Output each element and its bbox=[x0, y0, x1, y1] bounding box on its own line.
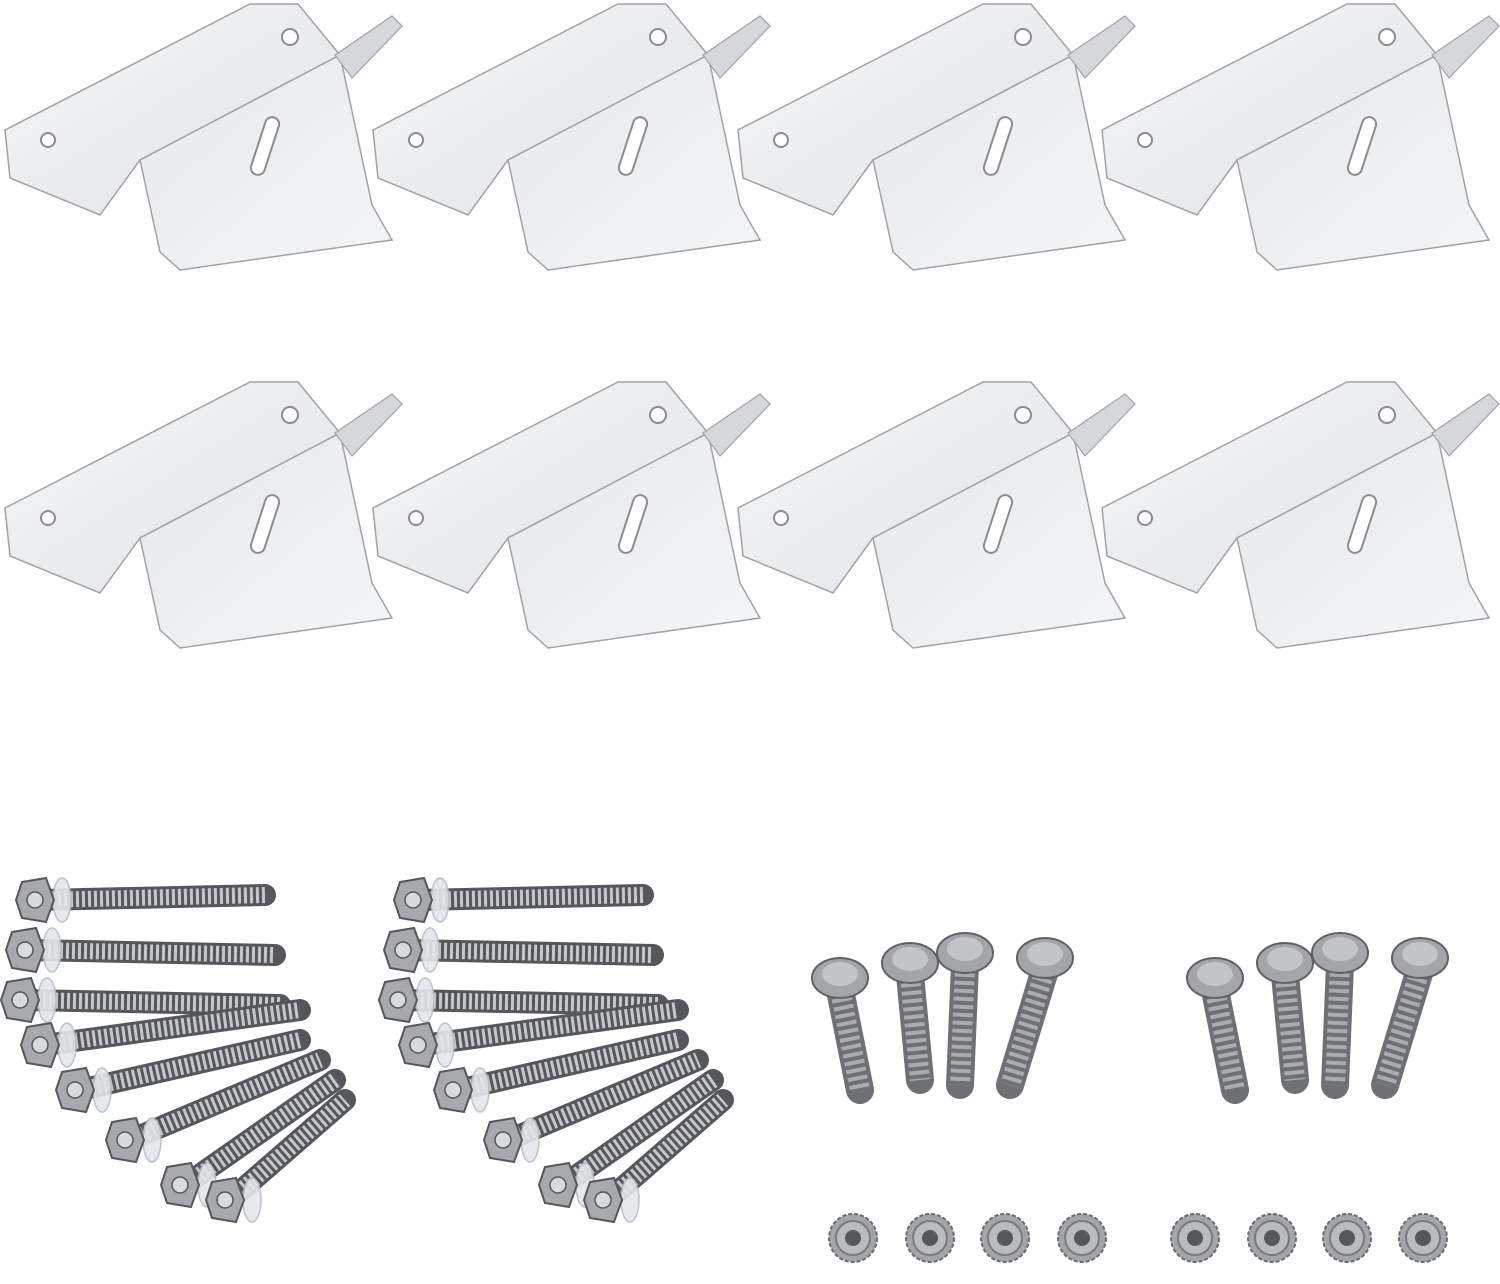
screw-icon bbox=[377, 976, 669, 1024]
z-bracket-icon bbox=[737, 381, 1136, 649]
screw-icon bbox=[19, 999, 311, 1069]
nut-icon bbox=[980, 1213, 1030, 1263]
screw-icon bbox=[432, 1029, 689, 1114]
bolt-groups bbox=[811, 932, 1449, 1104]
screw-groups bbox=[0, 876, 734, 1224]
nut-icon bbox=[1170, 1213, 1220, 1263]
nut-groups bbox=[828, 1213, 1448, 1263]
screw-icon bbox=[159, 1069, 346, 1209]
bolt-group bbox=[1186, 932, 1449, 1104]
bolt-icon bbox=[996, 937, 1074, 1099]
nut-icon bbox=[1057, 1213, 1107, 1263]
bracket-grid bbox=[4, 3, 1500, 649]
bolt-icon bbox=[881, 942, 939, 1094]
bolt-icon bbox=[1311, 932, 1369, 1099]
bolt-icon bbox=[1371, 937, 1449, 1099]
screw-icon bbox=[104, 1049, 331, 1164]
bolt-icon bbox=[1186, 957, 1249, 1104]
bolt-icon bbox=[1256, 942, 1314, 1094]
bolt-icon bbox=[936, 932, 994, 1099]
screw-group bbox=[377, 876, 734, 1224]
screw-icon bbox=[54, 1029, 311, 1114]
screw-icon bbox=[204, 1089, 356, 1224]
nut-icon bbox=[1247, 1213, 1297, 1263]
screw-icon bbox=[4, 926, 286, 974]
screw-icon bbox=[482, 1049, 709, 1164]
screw-icon bbox=[382, 926, 664, 974]
screw-icon bbox=[582, 1089, 734, 1224]
screw-group bbox=[0, 876, 356, 1224]
z-bracket-icon bbox=[737, 3, 1136, 271]
screw-icon bbox=[392, 876, 654, 924]
bolt-icon bbox=[811, 957, 874, 1104]
z-bracket-icon bbox=[372, 3, 771, 271]
z-bracket-icon bbox=[1101, 3, 1500, 271]
nut-icon bbox=[1398, 1213, 1448, 1263]
nut-icon bbox=[828, 1213, 878, 1263]
screw-icon bbox=[14, 876, 276, 924]
nut-icon bbox=[905, 1213, 955, 1263]
z-bracket-icon bbox=[4, 381, 403, 649]
nut-icon bbox=[1322, 1213, 1372, 1263]
screw-icon bbox=[397, 999, 689, 1069]
z-bracket-icon bbox=[372, 381, 771, 649]
screw-icon bbox=[0, 976, 291, 1024]
z-bracket-icon bbox=[4, 3, 403, 271]
z-bracket-icon bbox=[1101, 381, 1500, 649]
bolt-group bbox=[811, 932, 1074, 1104]
